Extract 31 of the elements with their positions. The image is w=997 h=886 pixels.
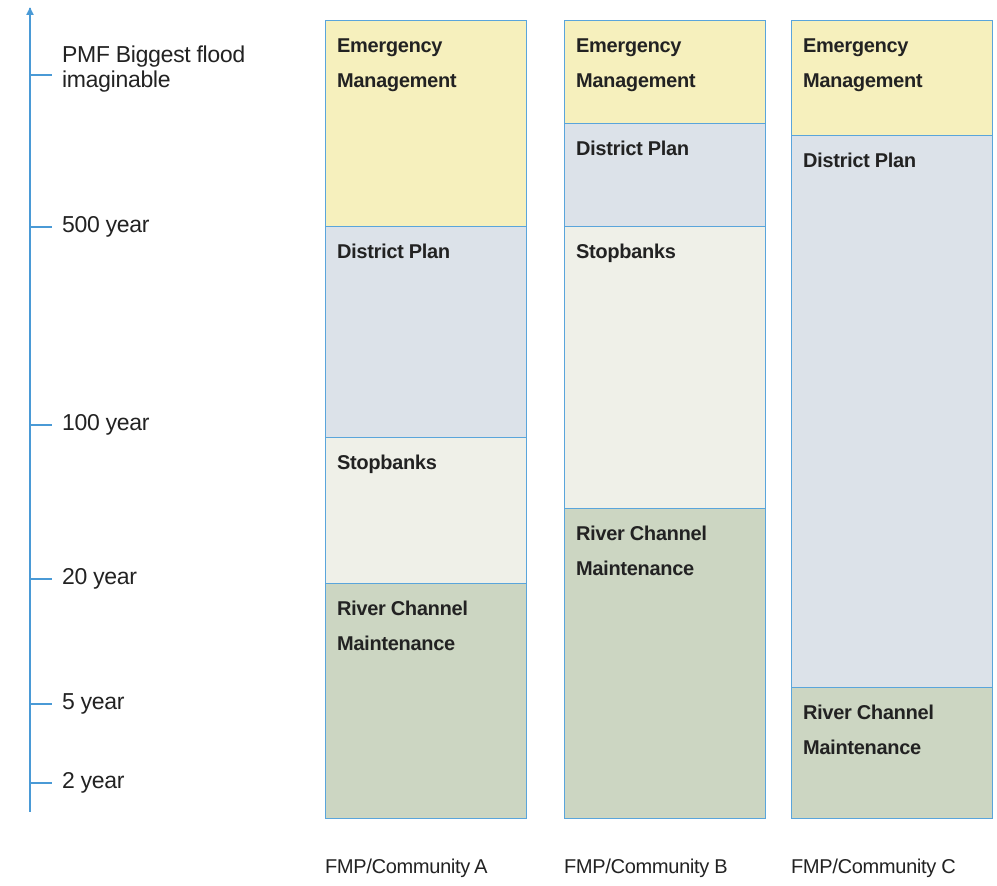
band-label: River Channel Maintenance [576,522,708,582]
column-caption: FMP/Community C [791,856,956,879]
measure-band [564,508,766,819]
axis-label: PMF Biggest flood imaginable [62,42,246,92]
measure-band [325,437,527,584]
axis-label: 20 year [62,564,138,589]
column-caption: FMP/Community B [564,856,728,879]
band-label: Emergency Management [576,34,696,94]
band-label: Emergency Management [803,34,924,94]
axis-label: 2 year [62,768,126,793]
axis-label: 5 year [62,689,126,714]
measure-band [325,583,527,819]
measure-band [564,20,766,124]
measure-band [325,226,527,438]
band-label: District Plan [576,137,690,162]
band-label: River Channel Maintenance [337,597,469,657]
measure-band [791,135,993,688]
band-label: River Channel Maintenance [803,701,935,761]
column-caption: FMP/Community A [325,856,488,879]
measure-band [325,20,527,227]
measure-band [791,20,993,136]
axis-label: 100 year [62,410,150,435]
band-label: District Plan [337,240,451,265]
measure-band [564,226,766,509]
band-label: District Plan [803,149,917,174]
band-label: Emergency Management [337,34,458,94]
axis-label: 500 year [62,212,150,237]
band-label: Stopbanks [576,240,677,265]
measure-band [791,687,993,819]
measure-band [564,123,766,227]
band-label: Stopbanks [337,451,438,476]
